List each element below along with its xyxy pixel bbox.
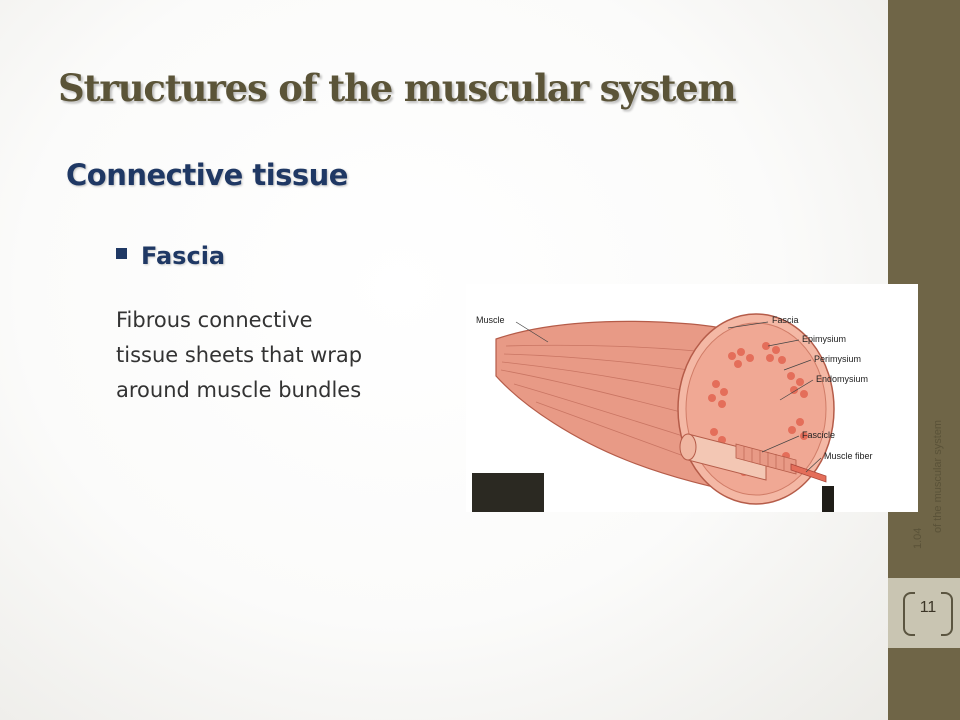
page-bracket-right	[941, 592, 953, 636]
square-bullet-icon	[116, 247, 127, 259]
label-fascia: Fascia	[772, 315, 799, 325]
footer-section-number: 1.04	[912, 527, 924, 549]
label-endomysium: Endomysium	[816, 374, 869, 384]
footer-section-title: of the muscular system	[932, 419, 944, 533]
page-bracket-left	[903, 592, 915, 636]
bullet-text: Fascia	[141, 242, 226, 270]
page-number: 11	[919, 599, 937, 616]
page-number-box	[888, 578, 960, 648]
label-fascicle: Fascicle	[802, 430, 836, 440]
muscle-fiber-strand	[790, 463, 827, 483]
slide-subtitle: Connective tissue	[66, 158, 348, 192]
body-line: tissue sheets that wrap	[116, 343, 363, 367]
label-epimysium: Epimysium	[802, 334, 847, 344]
bullet-item: Fascia	[116, 242, 225, 270]
body-text: Fibrous connective tissue sheets that wr…	[116, 303, 466, 408]
slide-title: Structures of the muscular system	[58, 66, 737, 110]
body-line: Fibrous connective	[116, 308, 313, 332]
vertical-footer: 1.04 of the muscular system	[912, 420, 944, 549]
label-perimysium: Perimysium	[814, 354, 862, 364]
muscle-illustration	[495, 313, 835, 505]
label-muscle-fiber: Muscle fiber	[824, 451, 873, 461]
image-artifact-right	[822, 486, 834, 512]
label-muscle: Muscle	[476, 315, 505, 325]
image-artifact-left	[472, 473, 544, 512]
body-line: around muscle bundles	[116, 378, 362, 402]
